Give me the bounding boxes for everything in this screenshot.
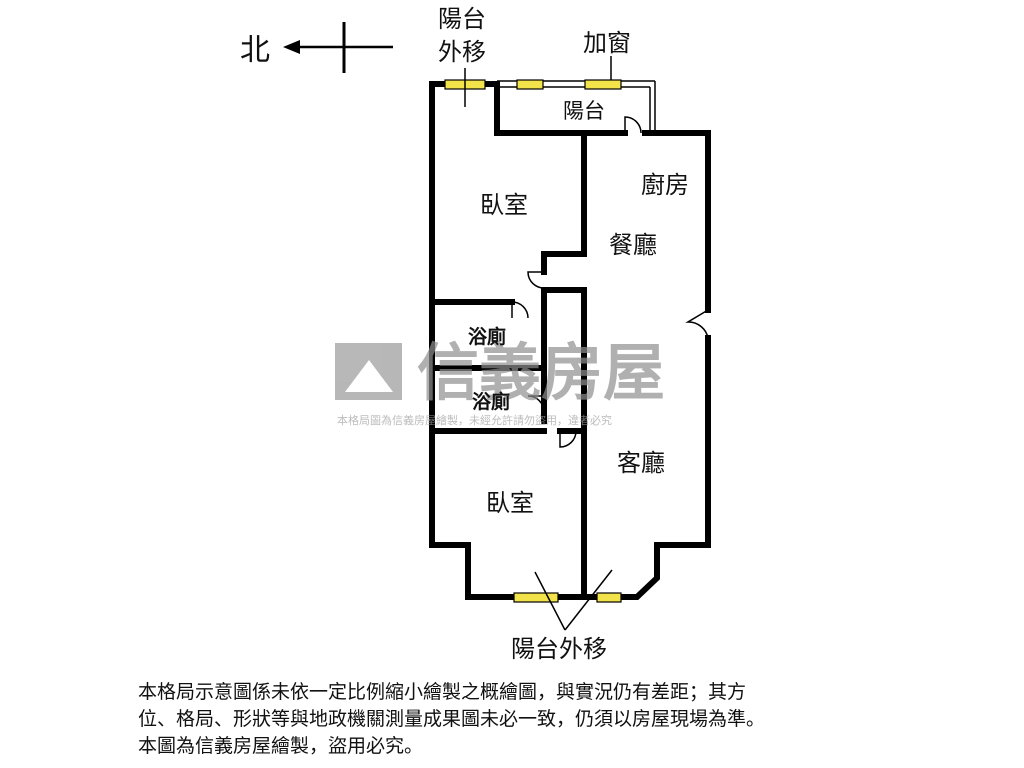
footer-note-line-1: 本格局示意圖係未依一定比例縮小繪製之概繪圖，與實況仍有差距；其方: [138, 681, 747, 703]
leader-bottom-1: [534, 571, 566, 631]
label-kitchen: 廚房: [641, 171, 689, 199]
door-bedroom-bottom: [559, 430, 577, 448]
watermark: 信義房屋 本格局圖為信義房屋繪製，未經允許請勿盜用，違者必究: [335, 336, 665, 427]
door-entrance: [685, 309, 709, 339]
leader-bottom-2: [564, 569, 613, 631]
label-bathroom-2: 浴廁: [472, 390, 510, 413]
watermark-notice: 本格局圖為信義房屋繪製，未經允許請勿盜用，違者必究: [337, 413, 612, 427]
window-bottom-1: [513, 592, 559, 603]
label-bedroom-top: 臥室: [480, 191, 528, 219]
door-balcony: [624, 116, 642, 134]
arrow-head-icon: [283, 40, 300, 54]
label-balcony-move-top-2: 外移: [438, 38, 486, 66]
window-bottom-2: [596, 592, 622, 603]
footer-note-line-3: 本圖為信義房屋繪製，盜用必究。: [138, 735, 424, 757]
walls: [429, 81, 711, 600]
north-arrow: [283, 22, 393, 73]
door-bath-2: [527, 395, 545, 413]
label-living: 客廳: [617, 449, 665, 477]
north-label: 北: [240, 33, 270, 68]
window-top-3: [584, 79, 622, 90]
window-top-2: [516, 79, 544, 90]
doors: [511, 116, 709, 448]
label-balcony: 陽台: [563, 99, 605, 123]
label-balcony-move-top-1: 陽台: [438, 5, 486, 33]
door-bath-1: [511, 301, 529, 319]
label-bedroom-bottom: 臥室: [486, 489, 534, 517]
label-bathroom-1: 浴廁: [468, 325, 506, 348]
label-dining: 餐廳: [609, 231, 657, 259]
brand-logo-icon: [335, 343, 402, 400]
watermark-brand: 信義房屋: [417, 336, 665, 409]
door-bedroom-top: [527, 271, 545, 289]
label-add-window: 加窗: [583, 29, 631, 57]
label-balcony-move-bottom: 陽台外移: [511, 635, 607, 663]
footer-note-line-2: 位、格局、形狀等與地政機關測量成果圖未必一致，仍須以房屋現場為準。: [138, 708, 766, 730]
